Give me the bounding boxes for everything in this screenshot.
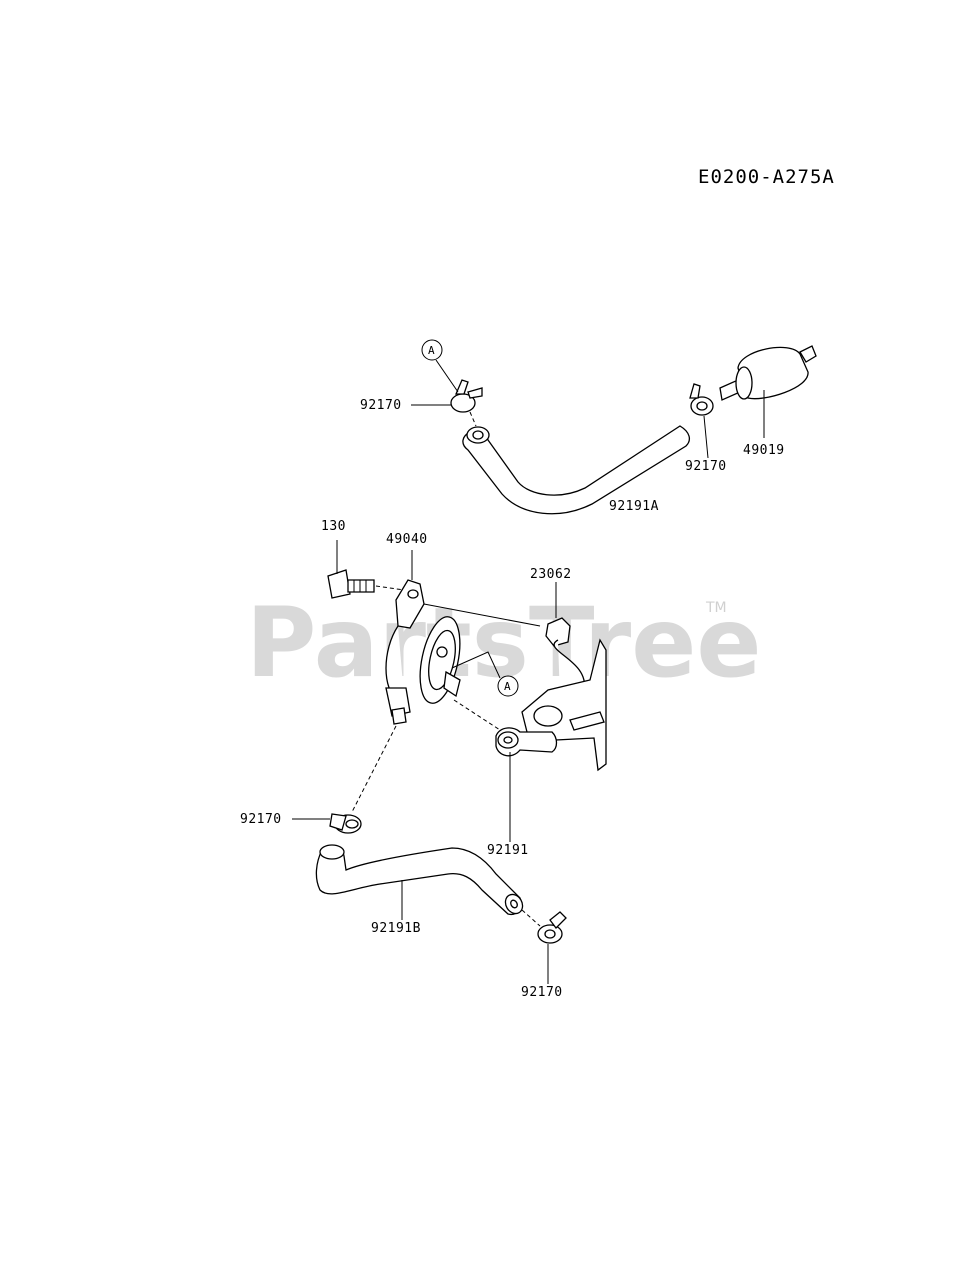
diagram-code: E0200-A275A: [698, 166, 835, 188]
clamp-92170-bottom[interactable]: [537, 911, 567, 984]
label-92191: 92191: [487, 843, 529, 858]
bolt-130[interactable]: [327, 569, 375, 599]
label-92170-top-left: 92170: [360, 398, 402, 413]
leader-line: [451, 651, 501, 679]
label-130: 130: [321, 519, 346, 534]
assembly-line: [375, 585, 405, 591]
assembly-line: [469, 411, 477, 427]
label-49019: 49019: [743, 443, 785, 458]
assembly-line: [521, 909, 541, 927]
label-92191b: 92191B: [371, 921, 421, 936]
label-92170-bottom: 92170: [521, 985, 563, 1000]
hose-92191b[interactable]: [315, 844, 526, 920]
leader-line: [435, 359, 459, 393]
clamp-92170-top-right[interactable]: [689, 383, 714, 416]
clamp-92170-top-left[interactable]: [450, 379, 483, 413]
leader-line: [423, 603, 541, 627]
hose-92191a[interactable]: [462, 425, 691, 515]
clamp-92170-mid-left[interactable]: [329, 813, 362, 834]
callout-a-middle: A: [497, 675, 519, 697]
assembly-line: [453, 699, 501, 731]
watermark-trademark: TM: [705, 600, 727, 616]
callout-a-top: A: [421, 339, 443, 361]
label-92191a: 92191A: [609, 499, 659, 514]
hose-92191[interactable]: [495, 727, 558, 842]
leader-line: [703, 415, 709, 459]
fuel-filter-49019[interactable]: [719, 345, 817, 438]
fuel-pump-49040[interactable]: [385, 550, 467, 725]
assembly-line: [351, 725, 397, 813]
label-92170-mid-left: 92170: [240, 812, 282, 827]
label-23062: 23062: [530, 567, 572, 582]
svg-text:A: A: [428, 344, 435, 357]
label-49040: 49040: [386, 532, 428, 547]
svg-text:A: A: [504, 680, 511, 693]
label-92170-top-right: 92170: [685, 459, 727, 474]
